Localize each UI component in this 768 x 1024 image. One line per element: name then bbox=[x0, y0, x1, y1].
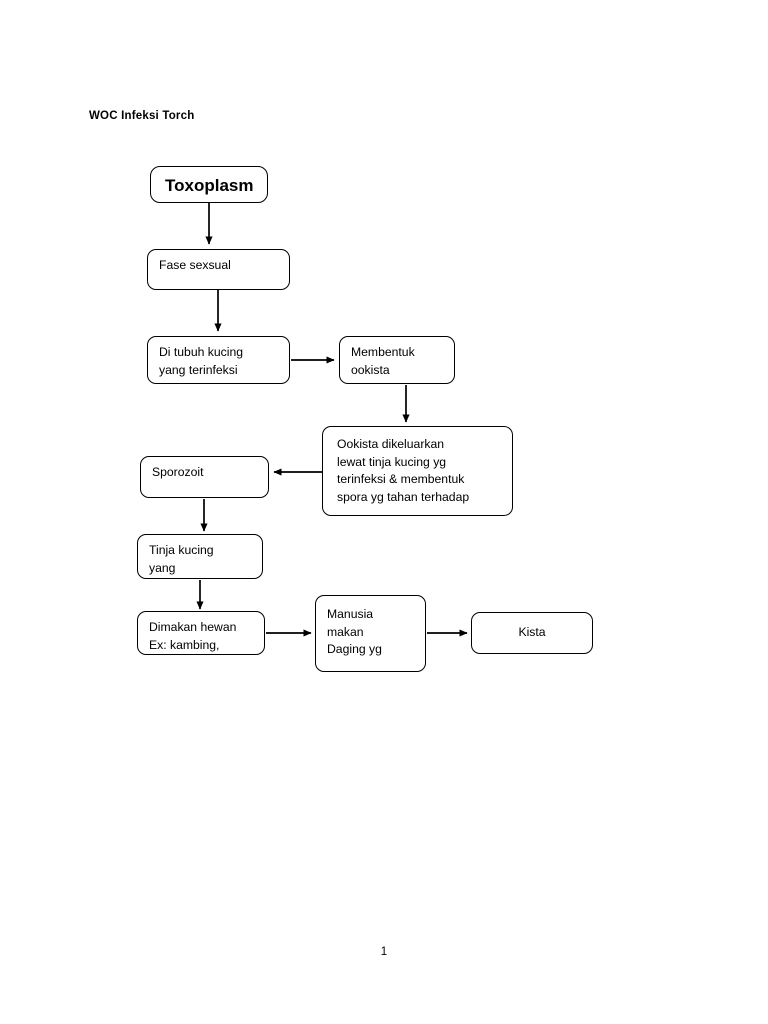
node-kista[interactable]: Kista bbox=[471, 612, 593, 654]
node-ookista-dikeluarkan[interactable]: Ookista dikeluarkan lewat tinja kucing y… bbox=[322, 426, 513, 516]
page-title: WOC Infeksi Torch bbox=[89, 110, 195, 122]
node-tinja-kucing[interactable]: Tinja kucing yang bbox=[137, 534, 263, 579]
node-manusia-makan[interactable]: Manusia makan Daging yg bbox=[315, 595, 426, 672]
page-number: 1 bbox=[380, 946, 388, 958]
node-fase-sexsual[interactable]: Fase sexsual bbox=[147, 249, 290, 290]
node-di-tubuh-kucing[interactable]: Di tubuh kucing yang terinfeksi bbox=[147, 336, 290, 384]
node-membentuk-ookista[interactable]: Membentuk ookista bbox=[339, 336, 455, 384]
node-sporozoit[interactable]: Sporozoit bbox=[140, 456, 269, 498]
node-dimakan-hewan[interactable]: Dimakan hewan Ex: kambing, bbox=[137, 611, 265, 655]
node-toxoplasm[interactable]: Toxoplasm bbox=[150, 166, 268, 203]
